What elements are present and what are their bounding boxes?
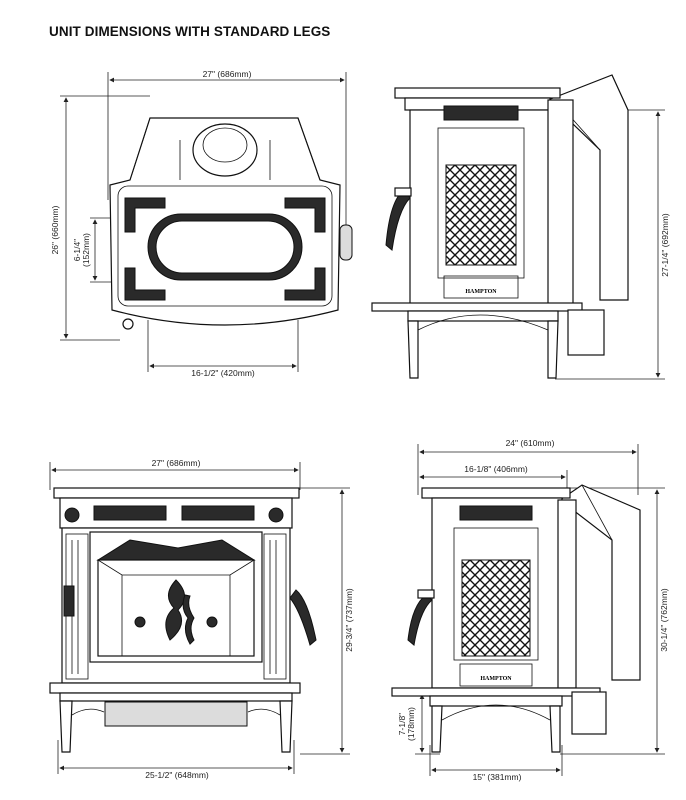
front-base-width-label: 25-1/2" (648mm) xyxy=(145,770,209,780)
leg-height-label-2: (178mm) xyxy=(406,707,416,741)
brand-plate-top: HAMPTON xyxy=(465,289,497,295)
front-view: 27" (686mm) 29-3/4" (737mm) 25-1/2" (648… xyxy=(49,458,354,780)
side-view-bottom: 24" (610mm) 16-1/8" (406mm) 30-1/4" (762… xyxy=(391,438,669,782)
leg-height-label-1: 7-1/8" xyxy=(397,713,407,735)
bottom-side-height-label: 30-1/4" (762mm) xyxy=(659,588,669,652)
brand-plate-bottom: HAMPTON xyxy=(480,676,512,682)
body-depth-label: 16-1/8" (406mm) xyxy=(464,464,528,474)
top-depth-label: 26" (660mm) xyxy=(50,205,60,254)
front-width-label: 27" (686mm) xyxy=(152,458,201,468)
side-height-label: 27-1/4" (692mm) xyxy=(660,213,670,277)
top-view: 27" (686mm) 26" (660mm) 6-1/4" (152mm) 1… xyxy=(50,68,353,378)
front-height-label: 29-3/4" (737mm) xyxy=(344,588,354,652)
side-view-top: 27-1/4" (692mm) HAMPTON xyxy=(371,74,670,380)
flue-dim-label: 16-1/2" (420mm) xyxy=(191,368,255,378)
inner-dim-label-2: (152mm) xyxy=(81,233,91,267)
leg-width-label: 15" (381mm) xyxy=(473,772,522,782)
overall-depth-label: 24" (610mm) xyxy=(506,438,555,448)
top-width-label: 27" (686mm) xyxy=(203,69,252,79)
page-title: UNIT DIMENSIONS WITH STANDARD LEGS xyxy=(49,24,331,39)
flue-collar xyxy=(192,123,258,177)
inner-dim-label-1: 6-1/4" xyxy=(72,239,82,261)
